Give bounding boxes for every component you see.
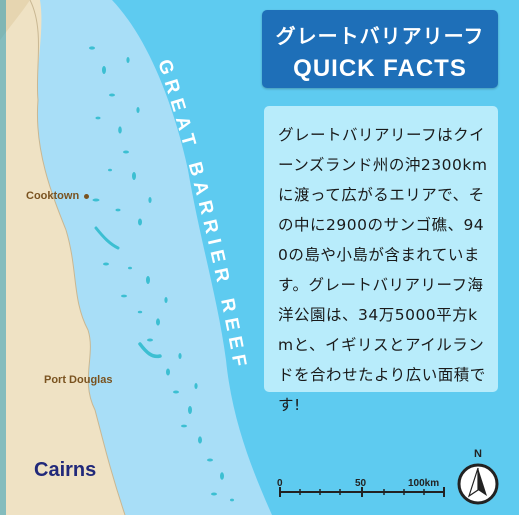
reef-fragments [89, 46, 234, 502]
land-corner [0, 0, 30, 40]
scale-bar [279, 487, 445, 497]
left-edge [0, 0, 6, 515]
info-box: グレートバリアリーフはクイーンズランド州の沖2300kmに渡って広がるエリアで、… [264, 106, 498, 414]
land [0, 0, 125, 515]
scale-label-50: 50 [355, 478, 367, 489]
cooktown-label: Cooktown [26, 190, 80, 202]
title-japanese: グレートバリアリーフ [275, 24, 485, 48]
title-box: グレートバリアリーフ QUICK FACTS [262, 10, 498, 88]
north-arrow: N [456, 448, 500, 506]
scale-label-100: 100km [408, 478, 440, 489]
cairns-label: Cairns [34, 459, 97, 481]
compass-icon [457, 463, 499, 505]
cooktown-marker [84, 194, 89, 199]
coastline [29, 0, 126, 515]
port-douglas-label: Port Douglas [44, 374, 113, 386]
info-text: グレートバリアリーフはクイーンズランド州の沖2300kmに渡って広がるエリアで、… [278, 126, 488, 414]
scale-label-0: 0 [277, 478, 283, 489]
north-letter: N [474, 448, 482, 460]
title-english: QUICK FACTS [293, 55, 467, 82]
